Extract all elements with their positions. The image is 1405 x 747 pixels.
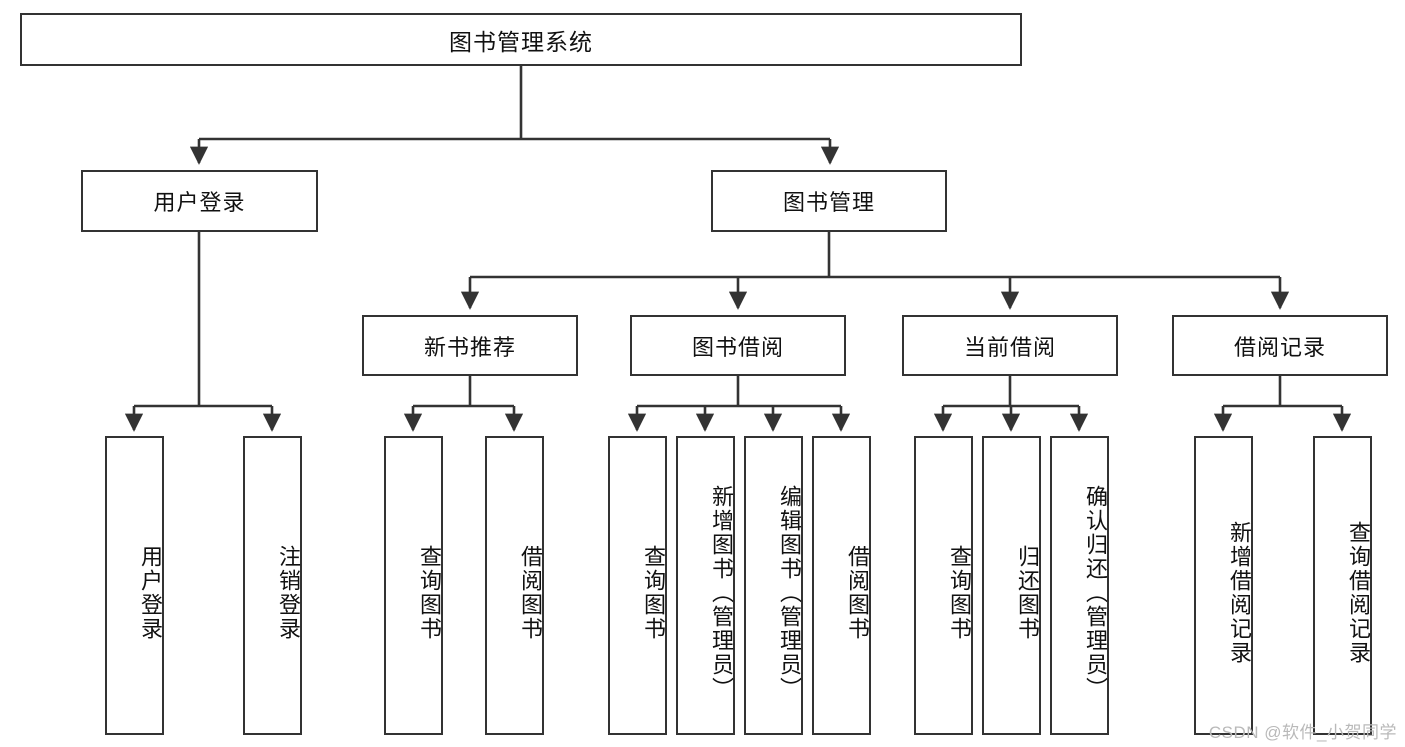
node-label: 确认归还（管理员） — [1083, 484, 1108, 701]
leaf-borrow-books-recommendation[interactable]: 借阅图书 — [485, 436, 544, 735]
node-label: 借阅图书 — [518, 544, 543, 641]
node-label: 新书推荐 — [423, 334, 516, 360]
node-label: 图书管理系统 — [449, 28, 593, 55]
leaf-query-borrow-record[interactable]: 查询借阅记录 — [1313, 436, 1372, 735]
node-user-login[interactable]: 用户登录 — [81, 170, 318, 232]
leaf-query-books-current[interactable]: 查询图书 — [914, 436, 973, 735]
leaf-add-book-admin[interactable]: 新增图书（管理员） — [676, 436, 735, 735]
leaf-add-borrow-record[interactable]: 新增借阅记录 — [1194, 436, 1253, 735]
node-label: 查询借阅记录 — [1346, 520, 1371, 665]
node-label: 查询图书 — [947, 544, 972, 641]
node-label: 借阅图书 — [845, 544, 870, 641]
node-label: 归还图书 — [1015, 544, 1040, 641]
node-label: 用户登录 — [153, 190, 246, 215]
node-label: 当前借阅 — [963, 334, 1056, 360]
node-label: 用户登录 — [138, 544, 163, 641]
node-label: 新增借阅记录 — [1227, 520, 1252, 665]
node-borrowing-records[interactable]: 借阅记录 — [1172, 315, 1388, 376]
leaf-return-books[interactable]: 归还图书 — [982, 436, 1041, 735]
node-label: 编辑图书（管理员） — [777, 484, 802, 701]
node-current-borrowing[interactable]: 当前借阅 — [902, 315, 1118, 376]
leaf-edit-book-admin[interactable]: 编辑图书（管理员） — [744, 436, 803, 735]
node-label: 注销登录 — [276, 544, 301, 641]
node-label: 图书管理 — [782, 190, 875, 215]
node-new-book-recommendation[interactable]: 新书推荐 — [362, 315, 578, 376]
leaf-confirm-return-admin[interactable]: 确认归还（管理员） — [1050, 436, 1109, 735]
node-label: 查询图书 — [641, 544, 666, 641]
watermark-text: CSDN @软件_小贺同学 — [1208, 723, 1397, 742]
leaf-query-books-borrowing[interactable]: 查询图书 — [608, 436, 667, 735]
node-book-management[interactable]: 图书管理 — [711, 170, 947, 232]
node-label: 图书借阅 — [691, 334, 784, 360]
node-label: 借阅记录 — [1233, 334, 1326, 360]
leaf-query-books-recommendation[interactable]: 查询图书 — [384, 436, 443, 735]
leaf-logout[interactable]: 注销登录 — [243, 436, 302, 735]
leaf-user-login[interactable]: 用户登录 — [105, 436, 164, 735]
node-label: 查询图书 — [417, 544, 442, 641]
node-book-borrowing[interactable]: 图书借阅 — [630, 315, 846, 376]
leaf-borrow-books[interactable]: 借阅图书 — [812, 436, 871, 735]
node-label: 新增图书（管理员） — [709, 484, 734, 701]
node-root-library-system[interactable]: 图书管理系统 — [20, 13, 1022, 66]
